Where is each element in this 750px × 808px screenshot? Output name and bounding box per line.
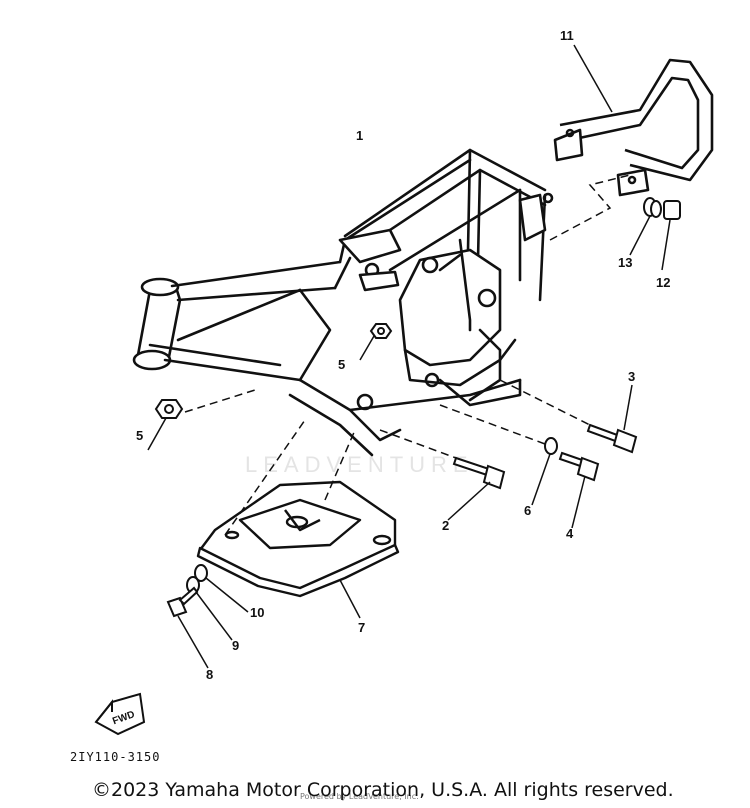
callout-9: 9 (232, 638, 239, 653)
callout-5-lower: 5 (136, 428, 143, 443)
leader-4 (571, 475, 586, 529)
nut-5-lower (154, 399, 184, 419)
callout-3: 3 (628, 369, 635, 384)
dash-11 (549, 174, 631, 241)
leader-2 (447, 481, 491, 521)
main-frame (132, 148, 554, 457)
leader-9 (195, 591, 233, 641)
dash-5-lower (184, 389, 256, 413)
callout-7: 7 (358, 620, 365, 635)
part-number: 2IY110-3150 (70, 750, 161, 764)
leader-7 (339, 579, 361, 619)
sub-watermark: Powered by LeadVenture, Inc. (300, 792, 419, 801)
fwd-arrow-icon: FWD (94, 692, 146, 736)
bolt-3 (586, 423, 638, 454)
bolt-8 (166, 586, 199, 618)
callout-13: 13 (618, 255, 632, 270)
nut-5-upper (369, 323, 393, 339)
dash-3 (499, 379, 591, 426)
leader-6 (531, 453, 551, 506)
callout-10: 10 (250, 605, 264, 620)
callout-5-upper: 5 (338, 357, 345, 372)
leader-5-lower (147, 417, 167, 451)
copyright-notice: ©2023 Yamaha Motor Corporation, U.S.A. A… (92, 779, 674, 801)
washer-13 (643, 197, 662, 218)
leader-10 (205, 577, 249, 613)
callout-11: 11 (560, 28, 574, 43)
leader-12 (661, 219, 671, 271)
washer-6 (544, 437, 558, 455)
leadventure-watermark: LEADVENTURE (245, 452, 474, 477)
callout-6: 6 (524, 503, 531, 518)
leader-13 (629, 215, 651, 256)
leader-8 (177, 615, 209, 669)
callout-2: 2 (442, 518, 449, 533)
dash-4 (439, 404, 546, 445)
callout-8: 8 (206, 667, 213, 682)
skid-plate-7 (196, 480, 400, 598)
bolt-4 (558, 451, 600, 482)
leader-5-upper (359, 335, 375, 361)
callout-12: 12 (656, 275, 670, 290)
leader-11 (573, 44, 613, 113)
washer-10 (194, 564, 208, 582)
dash-2 (379, 429, 457, 459)
grab-bar-11 (553, 58, 714, 197)
bolt-12 (663, 200, 681, 220)
leader-3 (623, 384, 633, 431)
callout-4: 4 (566, 526, 574, 541)
dash-7a (224, 419, 306, 536)
callout-1: 1 (356, 128, 363, 143)
